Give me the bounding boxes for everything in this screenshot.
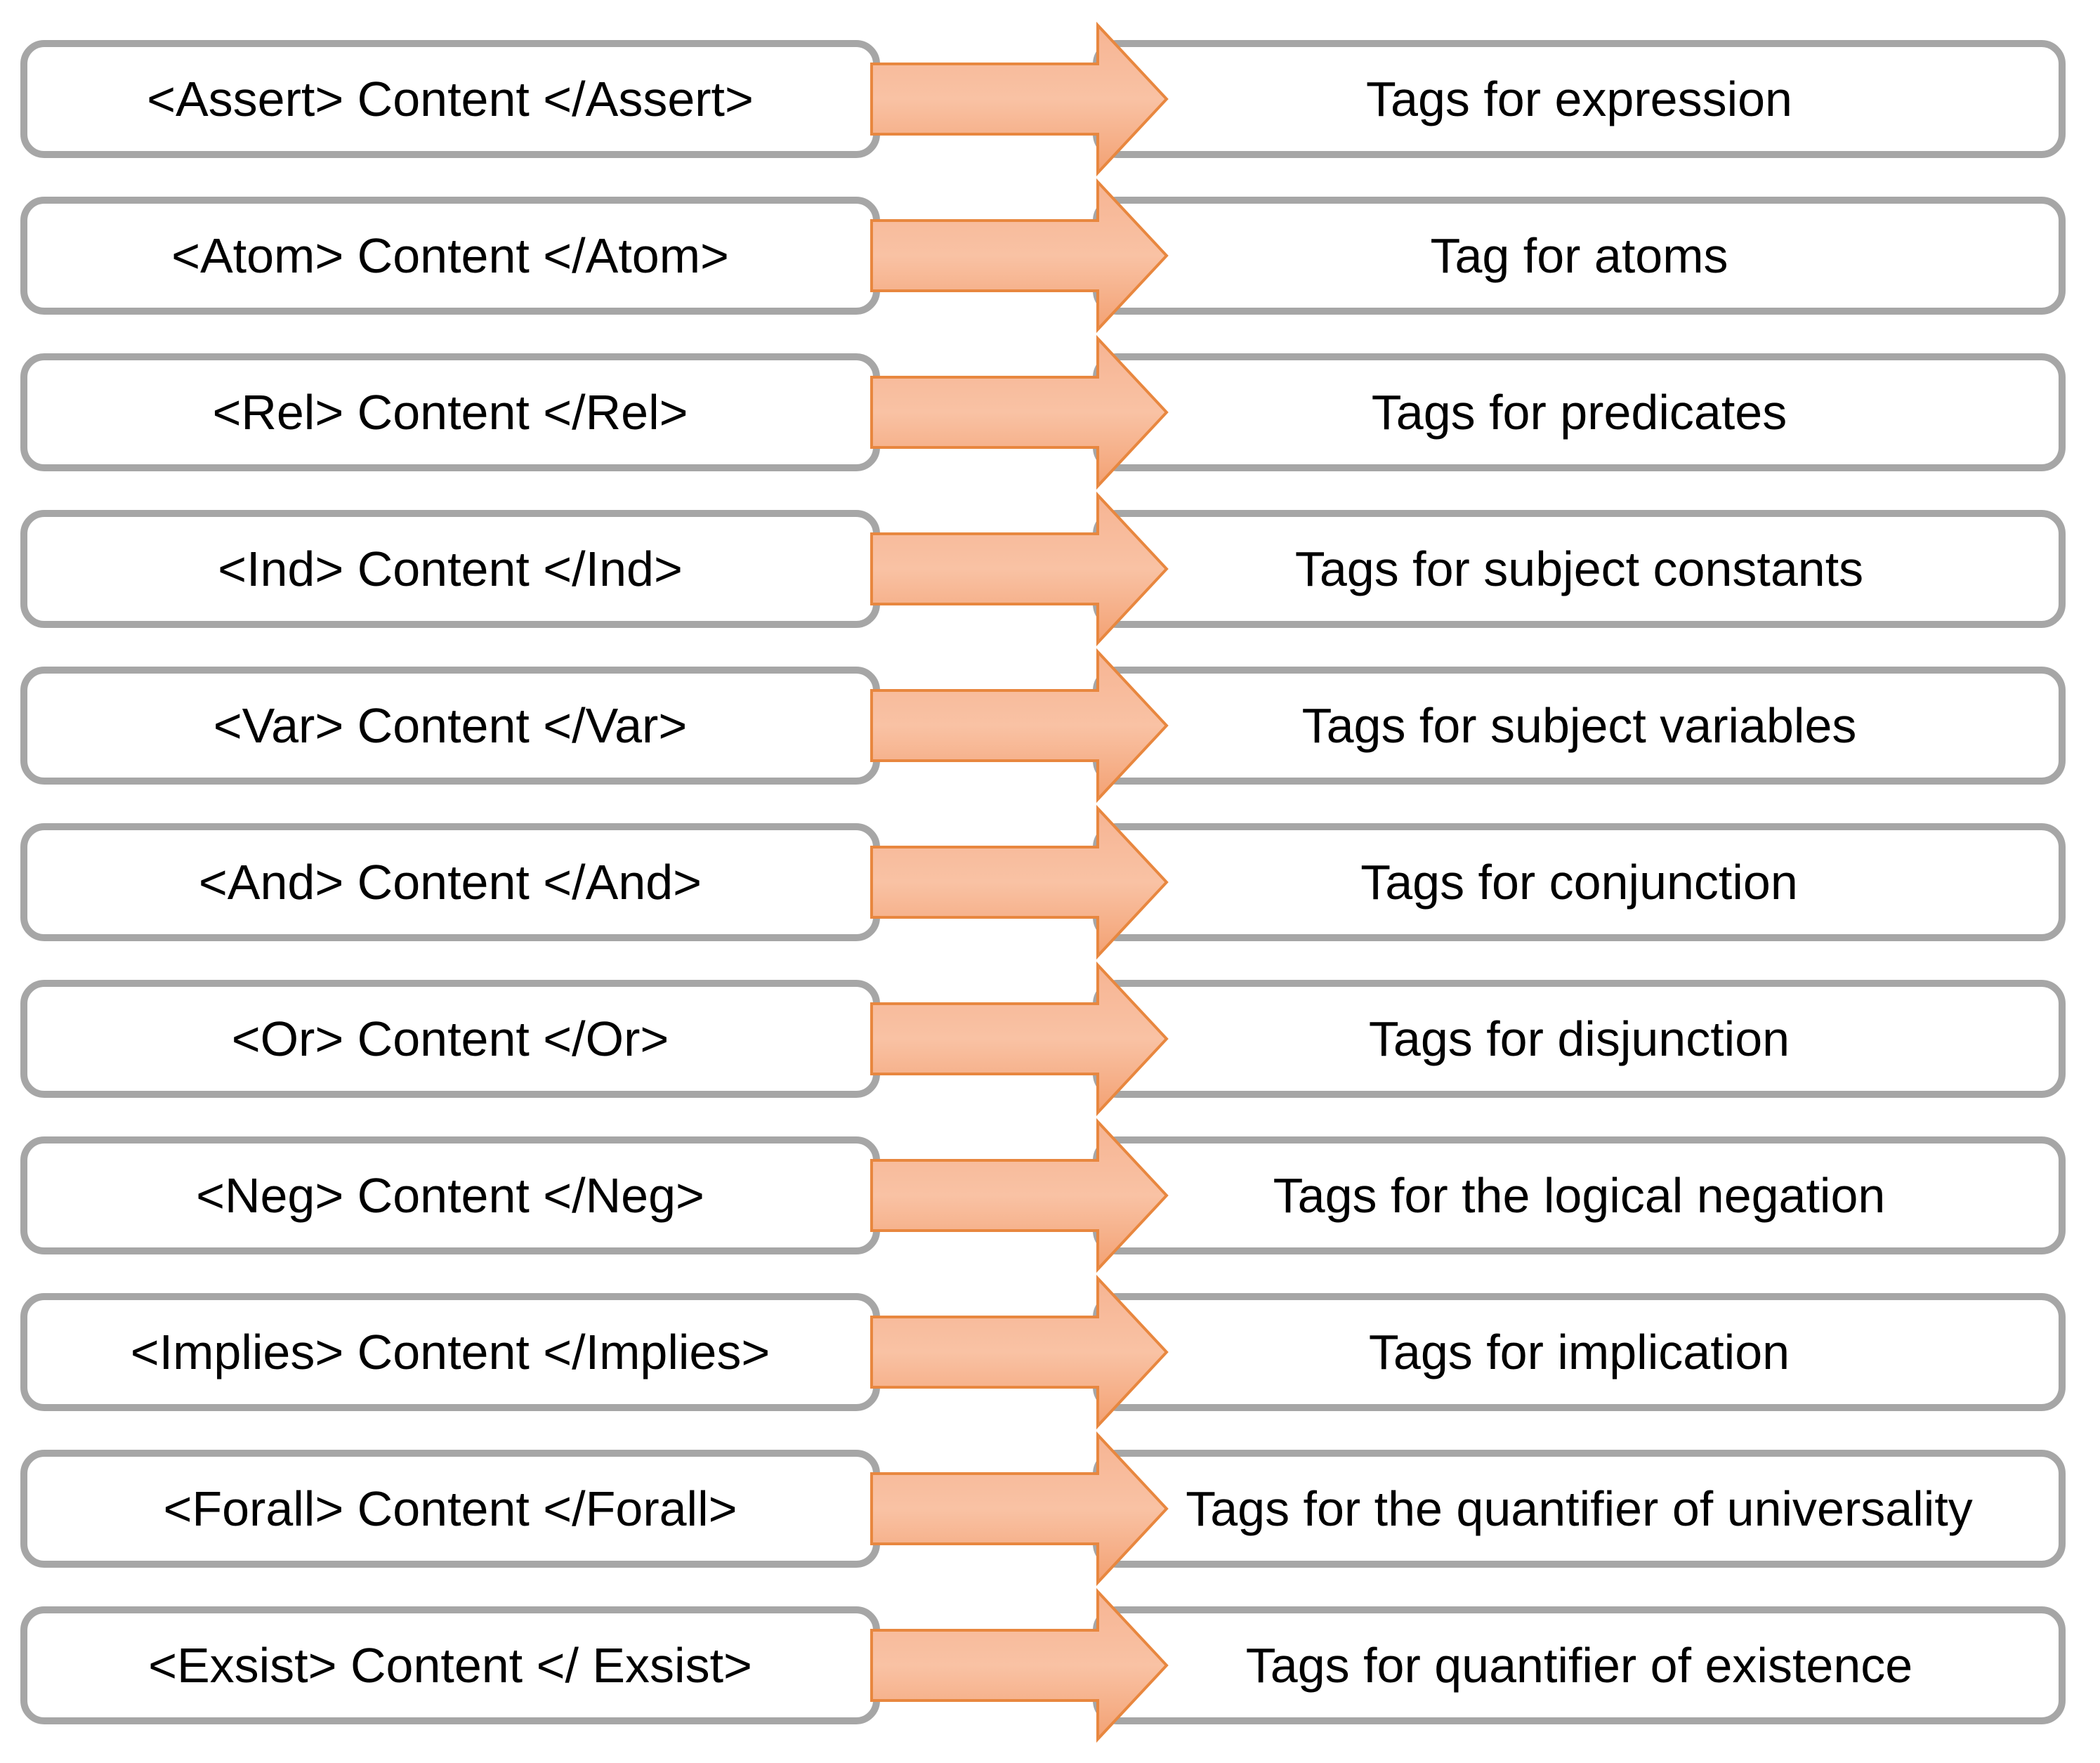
tag-description-box: Tags for implication [1093, 1293, 2066, 1411]
right-arrow-icon [870, 1431, 1169, 1587]
tag-description-box: Tags for the logical negation [1093, 1136, 2066, 1254]
tag-description-box: Tag for atoms [1093, 197, 2066, 315]
tag-syntax-box: <Ind> Content </Ind> [20, 510, 880, 628]
right-arrow-icon [870, 961, 1169, 1117]
tag-syntax-box: <Forall> Content </Forall> [20, 1450, 880, 1568]
mapping-row: <Var> Content </Var> Tags for subject va… [0, 648, 2100, 804]
mapping-row: <Neg> Content </Neg> Tags for the logica… [0, 1118, 2100, 1273]
tag-description-box: Tags for the quantifier of universality [1093, 1450, 2066, 1568]
right-arrow-icon [870, 21, 1169, 177]
right-arrow-icon [870, 334, 1169, 490]
right-arrow-icon [870, 804, 1169, 960]
mapping-row: <Assert> Content </Assert> Tags for expr… [0, 21, 2100, 177]
right-arrow-icon [870, 1587, 1169, 1743]
right-arrow-icon [870, 1118, 1169, 1273]
right-arrow-icon [870, 648, 1169, 804]
tag-mapping-diagram: <Assert> Content </Assert> Tags for expr… [0, 21, 2100, 1743]
tag-syntax-box: <And> Content </And> [20, 823, 880, 941]
tag-description-box: Tags for quantifier of existence [1093, 1606, 2066, 1724]
tag-description-box: Tags for subject variables [1093, 667, 2066, 785]
mapping-row: <Or> Content </Or> Tags for disjunction [0, 961, 2100, 1117]
tag-description-box: Tags for disjunction [1093, 980, 2066, 1098]
tag-syntax-box: <Rel> Content </Rel> [20, 353, 880, 471]
mapping-row: <Forall> Content </Forall> Tags for the … [0, 1431, 2100, 1587]
tag-syntax-box: <Assert> Content </Assert> [20, 40, 880, 158]
right-arrow-icon [870, 178, 1169, 334]
tag-syntax-box: <Or> Content </Or> [20, 980, 880, 1098]
tag-syntax-box: <Exsist> Content </ Exsist> [20, 1606, 880, 1724]
mapping-row: <Ind> Content </Ind> Tags for subject co… [0, 491, 2100, 647]
mapping-row: <Implies> Content </Implies> Tags for im… [0, 1274, 2100, 1430]
right-arrow-icon [870, 1274, 1169, 1430]
mapping-row: <Exsist> Content </ Exsist> Tags for qua… [0, 1587, 2100, 1743]
mapping-row: <And> Content </And> Tags for conjunctio… [0, 804, 2100, 960]
mapping-row: <Rel> Content </Rel> Tags for predicates [0, 334, 2100, 490]
tag-description-box: Tags for predicates [1093, 353, 2066, 471]
tag-syntax-box: <Var> Content </Var> [20, 667, 880, 785]
tag-description-box: Tags for expression [1093, 40, 2066, 158]
tag-description-box: Tags for conjunction [1093, 823, 2066, 941]
tag-syntax-box: <Atom> Content </Atom> [20, 197, 880, 315]
tag-syntax-box: <Implies> Content </Implies> [20, 1293, 880, 1411]
tag-description-box: Tags for subject constants [1093, 510, 2066, 628]
right-arrow-icon [870, 491, 1169, 647]
mapping-row: <Atom> Content </Atom> Tag for atoms [0, 178, 2100, 334]
tag-syntax-box: <Neg> Content </Neg> [20, 1136, 880, 1254]
